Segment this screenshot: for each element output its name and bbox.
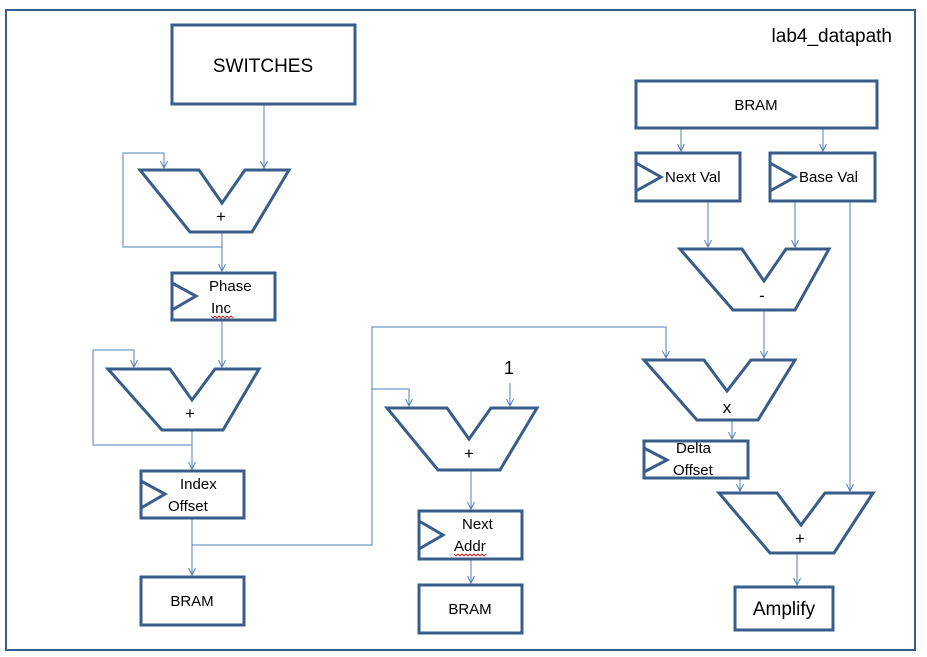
multiplier	[640, 358, 798, 422]
adder-3-op: +	[464, 444, 474, 463]
adder-2-op: +	[185, 404, 195, 423]
adder-3	[383, 406, 540, 472]
index-offset-label-line-1: Index	[180, 476, 217, 493]
phase-inc-spellcheck-underline	[210, 315, 234, 319]
next-val-label: Next Val	[665, 169, 721, 186]
adder-2	[104, 367, 262, 432]
bram-top-block	[634, 79, 879, 130]
delta-offset-label-line-1: Delta	[676, 440, 712, 457]
phase-inc-register	[170, 271, 277, 322]
next-val-register	[634, 151, 742, 203]
next-addr-register	[417, 509, 524, 561]
subtractor-op: -	[759, 286, 765, 305]
wires	[92, 105, 850, 585]
next-addr-label-line-1: Next	[462, 516, 494, 533]
adder-1	[136, 168, 292, 234]
constant-one: 1	[504, 358, 514, 378]
adder-1-op: +	[216, 207, 226, 226]
bram-left-label: BRAM	[170, 593, 213, 610]
multiplier-op: x	[723, 398, 732, 417]
adder-4-op: +	[795, 529, 805, 548]
amplify-label: Amplify	[753, 599, 816, 620]
phase-inc-clock-icon	[171, 281, 200, 312]
next-val-clock-icon	[635, 161, 665, 193]
diagram-title: lab4_datapath	[772, 26, 892, 47]
index-offset-clock-icon	[140, 479, 169, 510]
bram-mid-block	[417, 583, 524, 635]
wire-adder-1-feedback	[122, 152, 223, 248]
subtractor	[676, 247, 832, 312]
switches-block	[170, 23, 357, 106]
delta-offset-register	[642, 439, 750, 480]
wire-index-offset-bus	[192, 326, 666, 546]
wire-adder-2-feedback	[92, 349, 193, 446]
phase-inc-label-line-1: Phase	[209, 278, 252, 295]
amplify-block	[733, 585, 835, 632]
phase-inc-label-line-2: Inc	[211, 300, 232, 317]
base-val-clock-icon	[769, 161, 799, 193]
base-val-label: Base Val	[799, 169, 858, 186]
diagram-frame	[5, 9, 916, 651]
index-offset-label-line-2: Offset	[168, 498, 209, 515]
wire-bus-to-adder-3	[372, 388, 409, 406]
next-addr-clock-icon	[418, 519, 446, 551]
adder-4	[715, 491, 876, 555]
next-addr-spellcheck-underline	[453, 553, 487, 557]
bram-left-block	[139, 575, 246, 627]
next-addr-label-line-2: Addr	[454, 538, 486, 555]
delta-offset-clock-icon	[643, 446, 671, 474]
base-val-register	[768, 151, 877, 203]
index-offset-register	[139, 469, 246, 520]
switches-label: SWITCHES	[213, 56, 313, 77]
bram-top-label: BRAM	[734, 97, 777, 114]
bram-mid-label: BRAM	[448, 601, 491, 618]
delta-offset-label-line-2: Offset	[673, 462, 714, 479]
